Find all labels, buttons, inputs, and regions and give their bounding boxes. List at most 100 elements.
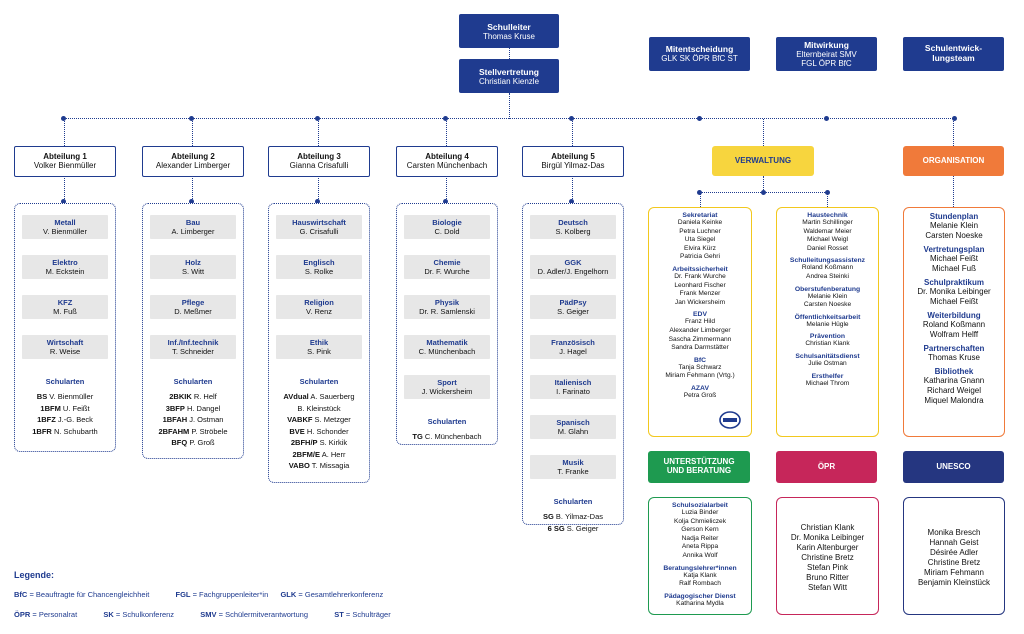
verwaltung-name: Andrea Steinki: [806, 272, 849, 280]
verwaltung-name: Michael Throm: [805, 379, 850, 387]
schulart-row: BS V. Bienmüller: [15, 391, 115, 403]
verwaltung-name: Jan Wickersheim: [674, 298, 726, 306]
schulart-code: 2BFH/P: [290, 438, 318, 447]
verwaltung-name: Melanie Klein: [807, 292, 848, 300]
schulart-row: 2BFH/P S. Kirkik: [269, 437, 369, 449]
schulart-code: BFQ: [171, 438, 188, 447]
verwaltung-name: Sandra Darmstätter: [671, 344, 729, 352]
connector-dot: [569, 116, 574, 121]
connector: [64, 176, 65, 201]
subject-name: Spanisch: [556, 418, 590, 427]
schulart-person: A. Herr: [321, 449, 346, 459]
schularten-heading: Schularten: [553, 497, 593, 506]
schulart-person: S. Geiger: [566, 523, 599, 533]
oepr-name: Bruno Ritter: [806, 573, 849, 582]
schulart-code: AVdual: [283, 392, 309, 401]
mitentscheidung-sub: GLK SK ÖPR BfC ST: [661, 54, 738, 63]
stellvertretung-title: Stellvertretung: [479, 67, 539, 77]
schulart-code: 2BFM/E: [292, 449, 321, 459]
schulart-row: 1BFZ J.-G. Beck: [15, 414, 115, 426]
schulart-code: 3BFP: [165, 403, 185, 413]
schulart-row: BVE H. Schonder: [269, 426, 369, 438]
subject-person: V. Renz: [306, 307, 332, 316]
oepr-name: Karin Altenburger: [796, 543, 859, 552]
verwaltung-group-title: Oberstufenberatung: [794, 285, 861, 293]
schulart-person: R. Helf: [193, 392, 217, 401]
connector: [953, 176, 954, 207]
verwaltung-name: Daniel Rosset: [806, 244, 849, 252]
department-head: Volker Bienmüller: [33, 161, 97, 170]
connector-dot: [315, 116, 320, 121]
organisation-name: Katharina Gnann: [923, 376, 985, 385]
connector: [318, 119, 319, 146]
subject-name: Sport: [437, 378, 457, 387]
connector: [446, 119, 447, 146]
legend-item: SK = Schulkonferenz: [103, 610, 175, 619]
mitentscheidung-title: Mitentscheidung: [665, 44, 734, 54]
mitwirkung-box: Mitwirkung Elternbeirat SMV FGL ÖPR BfC: [776, 37, 877, 71]
unterstuetzung-name: Luzia Binder: [681, 509, 719, 516]
schulleiter-box: Schulleiter Thomas Kruse: [459, 14, 559, 48]
subject-person: J. Wickersheim: [421, 387, 473, 396]
schulart-person: H. Schonder: [306, 426, 349, 436]
verwaltung-name: Daniela Keinke: [677, 219, 723, 226]
unterstuetzung-name: Nadja Reiter: [681, 534, 719, 542]
mitentscheidung-box: Mitentscheidung GLK SK ÖPR BfC ST: [649, 37, 750, 71]
mitwirkung-sub2: FGL ÖPR BfC: [801, 59, 852, 68]
subject-name: Bau: [185, 218, 201, 227]
department-title: Abteilung 3: [297, 152, 341, 161]
legend-row-1: BfC = Beauftragte für Chancengleichheit …: [14, 590, 383, 599]
schulart-person: S. Kirkik: [319, 438, 348, 447]
organisation-name: Michael Feißt: [929, 297, 978, 306]
organisation-header: ORGANISATION: [903, 146, 1004, 176]
organisation-group-title: Schulpraktikum: [923, 278, 984, 287]
subject-person: S. Geiger: [557, 307, 589, 316]
subject-person: S. Witt: [181, 267, 205, 276]
schulart-row: 1BFAH J. Ostman: [143, 414, 243, 426]
schulart-person: S. Metzger: [314, 415, 351, 424]
verwaltung-header: VERWALTUNG: [712, 146, 814, 176]
schulart-code: 2BKIK: [169, 392, 192, 401]
schularten-heading: Schularten: [173, 377, 213, 386]
subject-name: Französisch: [551, 338, 595, 347]
schulart-row: B. Kleinstück: [269, 403, 369, 415]
subject-person: D. Meßmer: [174, 307, 212, 316]
department-head: Birgül Yilmaz-Das: [541, 161, 605, 170]
verwaltung-group-title: Schulsanitätsdienst: [795, 352, 860, 360]
unterstuetzung-label1: UNTERSTÜTZUNG: [663, 457, 735, 466]
legend-item: SMV = Schülermitverantwortung: [200, 610, 309, 619]
main-connector-line: [64, 118, 955, 119]
schulart-row: 2BKIK R. Helf: [143, 391, 243, 403]
subject-name: Pflege: [181, 298, 205, 307]
schulart-person: P. Ströbele: [191, 426, 228, 436]
connector-dot: [443, 199, 448, 204]
subject-person: T. Franke: [557, 467, 589, 476]
connector-dot: [761, 190, 766, 195]
verwaltung-name: Melanie Hügle: [806, 320, 849, 328]
connector-dot: [952, 116, 957, 121]
subject-person: I. Farinato: [556, 387, 590, 396]
unterstuetzung-name: Kolja Chmieliczek: [673, 517, 727, 525]
legend-title: Legende:: [14, 570, 55, 580]
verwaltung-name: Patricia Gehri: [680, 253, 720, 261]
schulart-person: U. Feißt: [62, 403, 90, 413]
connector: [763, 176, 764, 192]
oepr-name: Stefan Pink: [807, 563, 848, 572]
department-title: Abteilung 1: [43, 152, 87, 161]
schulart-code: TG: [412, 432, 423, 441]
schulart-person: N. Schubarth: [53, 426, 98, 436]
schulart-code: VABO: [288, 461, 310, 470]
organisation-name: Michael Feißt: [929, 254, 978, 263]
connector: [700, 192, 701, 207]
